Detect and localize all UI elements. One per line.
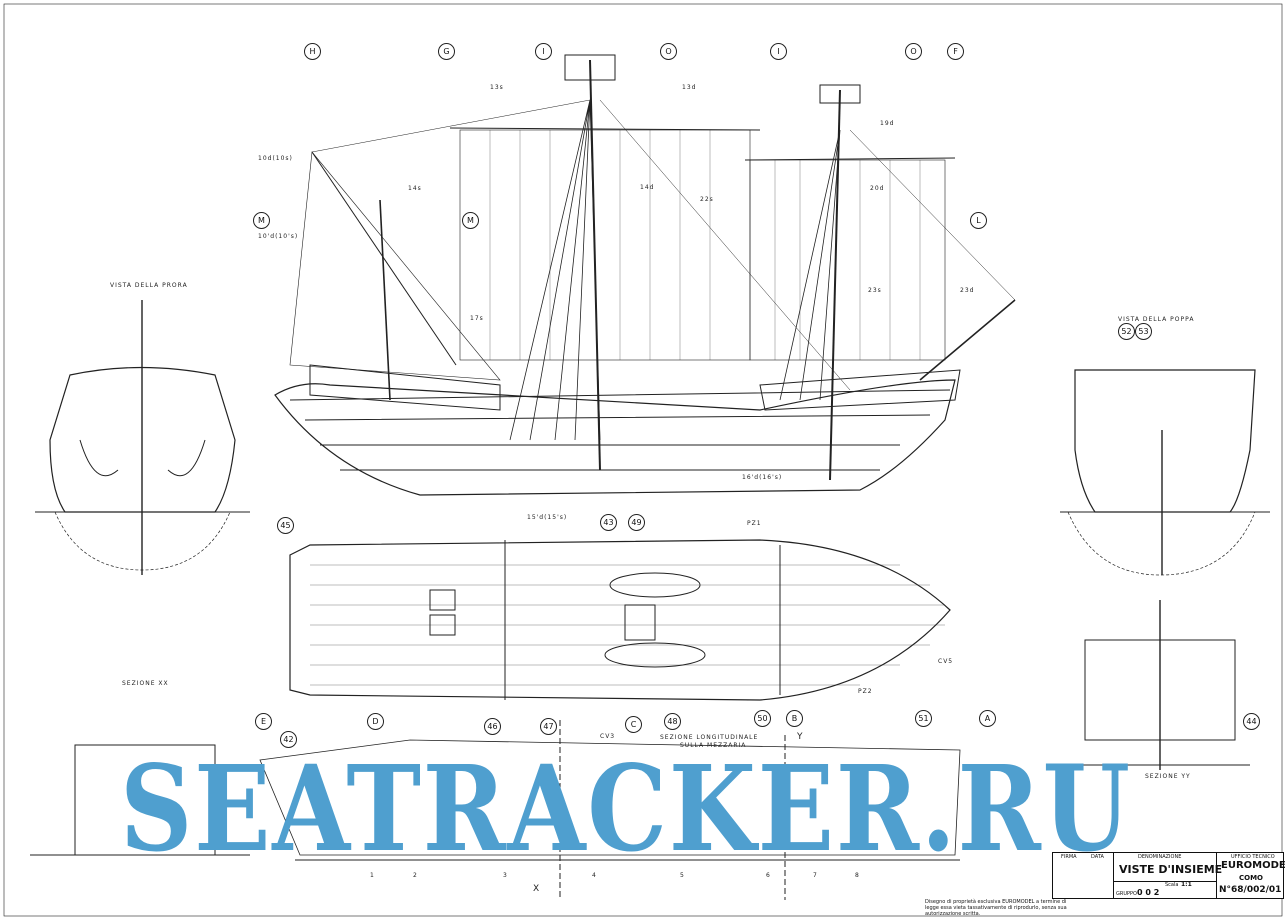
watermark: SEATRACKER.RU	[120, 739, 1132, 878]
firma-label: FIRMA	[1061, 854, 1077, 860]
company-name: EUROMODEL	[1221, 860, 1286, 871]
station-number: 7	[813, 872, 818, 879]
station-number: 5	[680, 872, 685, 879]
marker-c: C	[625, 716, 642, 733]
data-label: DATA	[1091, 854, 1104, 860]
marker-e: E	[255, 713, 272, 730]
callout: CV5	[938, 658, 954, 665]
station-number: 3	[503, 872, 508, 879]
section-views	[30, 600, 1250, 900]
longitudinal-section-label-2: SULLA MEZZARIA	[680, 742, 747, 749]
part-44: 44	[1243, 713, 1260, 730]
callout: 22s	[700, 196, 714, 203]
callout: 14d	[640, 184, 655, 191]
marker-i-2: I	[770, 43, 787, 60]
part-43: 43	[600, 514, 617, 531]
callout: 20d	[870, 185, 885, 192]
callout: 10d(10s)	[258, 155, 293, 162]
callout: 14s	[408, 185, 422, 192]
title-block: FIRMA DATA DENOMINAZIONE VISTE D'INSIEME…	[1052, 852, 1286, 899]
callout: CV3	[600, 733, 616, 740]
part-51: 51	[915, 710, 932, 727]
marker-b: B	[786, 710, 803, 727]
part-42: 42	[280, 731, 297, 748]
callout: 13d	[682, 84, 697, 91]
callout: PZ1	[747, 520, 762, 527]
part-48: 48	[664, 713, 681, 730]
deck-plan	[289, 539, 951, 701]
part-50: 50	[754, 710, 771, 727]
longitudinal-section-label: SEZIONE LONGITUDINALE	[660, 734, 759, 741]
callout: 13s	[490, 84, 504, 91]
callout: PZ2	[858, 688, 873, 695]
station-number: 2	[413, 872, 418, 879]
scale-value: 1:1	[1181, 881, 1192, 888]
part-49: 49	[628, 514, 645, 531]
section-xx-label: SEZIONE XX	[122, 680, 169, 687]
station-number: 6	[766, 872, 771, 879]
section-yy-label: SEZIONE YY	[1145, 773, 1191, 780]
callout: 10'd(10's)	[258, 233, 299, 240]
group-label: GRUPPO	[1116, 891, 1137, 897]
station-number: 1	[370, 872, 375, 879]
callout: 19d	[880, 120, 895, 127]
part-46: 46	[484, 718, 501, 735]
callout: 23d	[960, 287, 975, 294]
stern-view-label: VISTA DELLA POPPA	[1118, 316, 1195, 323]
callout: 15'd(15's)	[527, 514, 568, 521]
scale-label: Scala	[1165, 882, 1179, 888]
marker-m-2: M	[462, 212, 479, 229]
section-mark-y: Y	[797, 732, 804, 742]
section-mark-x: X	[533, 884, 541, 894]
drawing-title: VISTE D'INSIEME	[1119, 863, 1223, 876]
callout: 16'd(16's)	[742, 474, 783, 481]
marker-f: F	[947, 43, 964, 60]
marker-d: D	[367, 713, 384, 730]
group-value: 0 0 2	[1137, 888, 1160, 897]
marker-o: O	[660, 43, 677, 60]
callout: 17s	[470, 315, 484, 322]
drawing-number: N°68/002/01	[1219, 885, 1282, 895]
marker-o-2: O	[905, 43, 922, 60]
marker-a: A	[979, 710, 996, 727]
marker-h: H	[304, 43, 321, 60]
part-45: 45	[277, 517, 294, 534]
side-view	[274, 54, 1016, 496]
bow-view	[35, 300, 250, 575]
copyright-notice: Disegno di proprietà esclusiva EUROMODEL…	[925, 899, 1067, 917]
marker-m: M	[253, 212, 270, 229]
part-52: 52	[1118, 323, 1135, 340]
marker-g: G	[438, 43, 455, 60]
station-number: 8	[855, 872, 860, 879]
office-label: UFFICIO TECNICO	[1231, 854, 1275, 860]
company-city: COMO	[1239, 874, 1264, 882]
callout: 23s	[868, 287, 882, 294]
denominazione-label: DENOMINAZIONE	[1138, 854, 1182, 860]
bow-view-label: VISTA DELLA PRORA	[110, 282, 188, 289]
marker-l: L	[970, 212, 987, 229]
marker-i: I	[535, 43, 552, 60]
station-number: 4	[592, 872, 597, 879]
part-47: 47	[540, 718, 557, 735]
part-53: 53	[1135, 323, 1152, 340]
stern-view	[1060, 369, 1270, 576]
